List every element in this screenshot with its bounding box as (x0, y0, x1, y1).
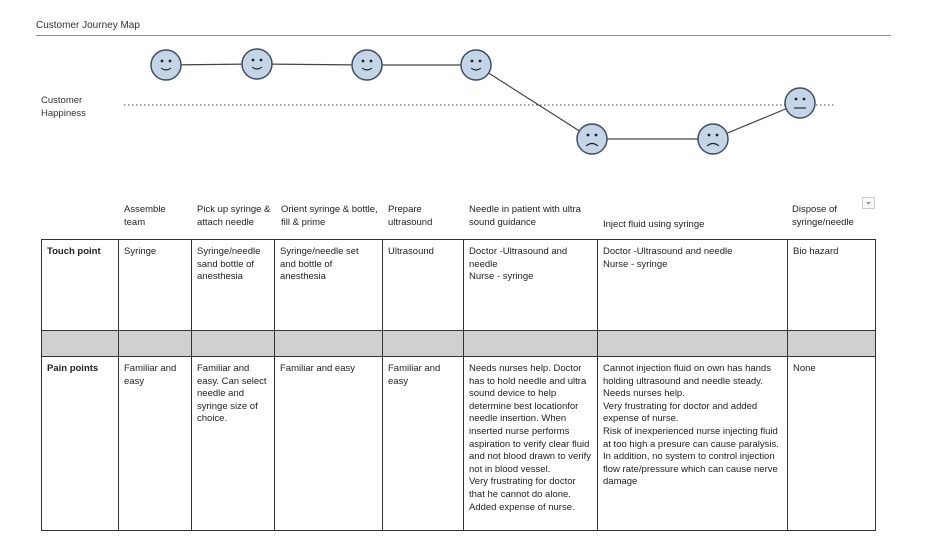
page-title: Customer Journey Map (36, 20, 140, 31)
touch-cell: Syringe/needle set and bottle of anesthe… (274, 239, 383, 331)
step-header: Dispose of syringe/needle (792, 204, 854, 228)
step-header: Prepare ultrasound (388, 204, 433, 228)
step-header: Inject fluid using syringe (603, 219, 705, 230)
happiness-axis-label: Customer Happiness (41, 95, 86, 119)
pain-cell: Familiar and easy (274, 356, 383, 531)
pain-cell: Familiar and easy (118, 356, 192, 531)
happy-face-icon (150, 49, 182, 81)
filter-dropdown-icon[interactable] (862, 197, 875, 209)
happiness-curve (124, 48, 836, 155)
journey-table: Touch point Syringe Syringe/needle sand … (41, 239, 876, 531)
pain-cell: Needs nurses help. Doctor has to hold ne… (463, 356, 598, 531)
touch-point-label: Touch point (41, 239, 119, 331)
happy-face-icon (460, 49, 492, 81)
touch-cell: Syringe (118, 239, 192, 331)
pain-cell: Familiar and easy. Can select needle and… (191, 356, 275, 531)
touch-point-row: Touch point Syringe Syringe/needle sand … (41, 239, 876, 331)
step-header: Needle in patient with ultra sound guida… (469, 204, 581, 228)
pain-cell: Familiar and easy (382, 356, 464, 531)
pain-points-row: Pain points Familiar and easy Familiar a… (41, 356, 876, 531)
touch-cell: Bio hazard (787, 239, 876, 331)
pain-cell: Cannot injection fluid on own has hands … (597, 356, 788, 531)
touch-cell: Ultrasound (382, 239, 464, 331)
sad-face-icon (576, 123, 608, 155)
happy-face-icon (241, 48, 273, 80)
step-header: Pick up syringe & attach needle (197, 204, 271, 228)
spacer-row (41, 330, 876, 357)
title-divider (36, 35, 891, 36)
pain-points-label: Pain points (41, 356, 119, 531)
touch-cell: Syringe/needle sand bottle of anesthesia (191, 239, 275, 331)
happy-face-icon (351, 49, 383, 81)
sad-face-icon (697, 123, 729, 155)
step-header: Orient syringe & bottle, fill & prime (281, 204, 378, 228)
neutral-face-icon (784, 87, 816, 119)
step-header: Assemble team (124, 204, 166, 228)
pain-cell: None (787, 356, 876, 531)
